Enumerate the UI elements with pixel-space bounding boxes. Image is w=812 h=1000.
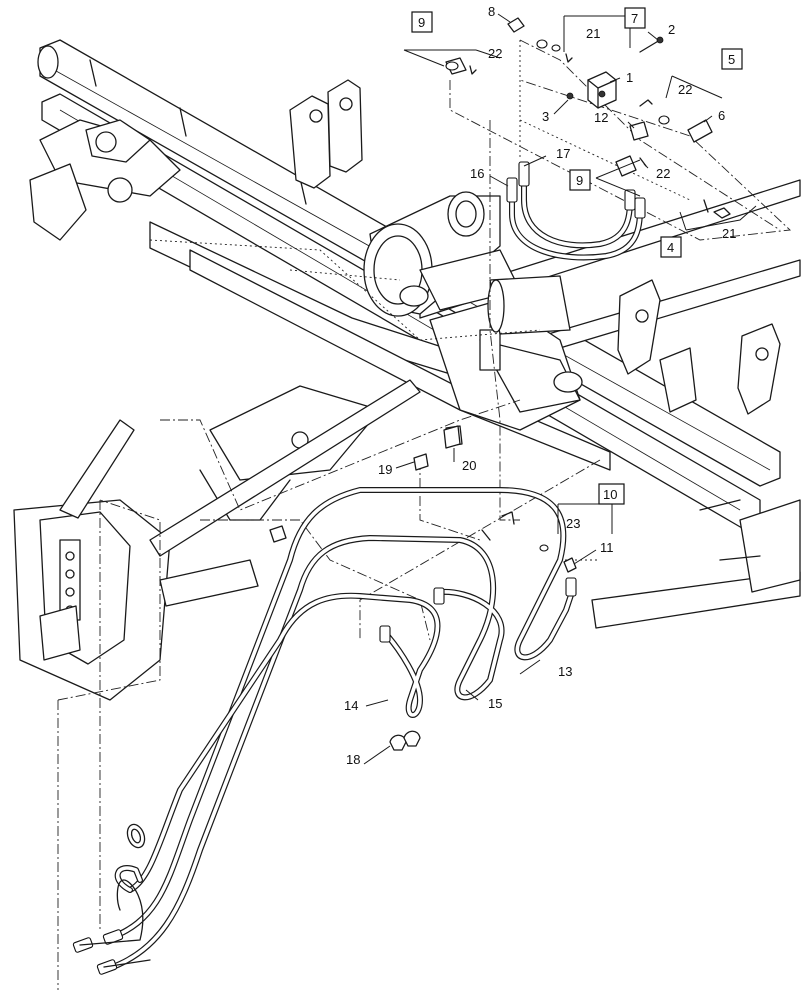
callout-1: 1 [626, 70, 633, 85]
callout-labels: 1 2 3 4 5 6 7 8 9 9 10 11 12 13 14 15 16… [344, 4, 743, 767]
callout-9a-box [411, 11, 433, 33]
callout-4-box [660, 236, 682, 258]
callout-23: 23 [566, 516, 580, 531]
hose-15 [107, 535, 505, 971]
callout-22b: 22 [678, 82, 692, 97]
callout-20: 20 [462, 458, 476, 473]
hose-end-fittings [72, 823, 151, 975]
callout-22c: 22 [656, 166, 670, 181]
callout-15: 15 [488, 696, 502, 711]
machine-frame [13, 39, 801, 701]
callout-13: 13 [558, 664, 572, 679]
callout-9b-box [569, 169, 591, 191]
callout-4: 4 [667, 240, 674, 255]
callout-3: 3 [542, 109, 549, 124]
callout-12: 12 [594, 110, 608, 125]
callout-14: 14 [344, 698, 358, 713]
small-parts [269, 17, 731, 751]
callout-22a: 22 [488, 46, 502, 61]
hose-14 [114, 592, 441, 893]
callout-19: 19 [378, 462, 392, 477]
callout-8: 8 [488, 4, 495, 19]
callout-brackets [403, 15, 757, 534]
callout-2: 2 [668, 22, 675, 37]
callout-10-box [598, 483, 625, 505]
callout-9b: 9 [576, 173, 583, 188]
callout-7-box [624, 7, 646, 29]
callout-16: 16 [470, 166, 484, 181]
callout-18: 18 [346, 752, 360, 767]
callout-9a: 9 [418, 15, 425, 30]
hose-17 [506, 161, 646, 261]
callout-7: 7 [631, 11, 638, 26]
callout-17: 17 [556, 146, 570, 161]
callout-10: 10 [603, 487, 617, 502]
callout-6: 6 [718, 108, 725, 123]
leader-lines [363, 13, 713, 765]
callout-21a: 21 [586, 26, 600, 41]
hose-13 [107, 487, 577, 941]
callout-21b: 21 [722, 226, 736, 241]
callout-5: 5 [728, 52, 735, 67]
callout-5-box [721, 48, 743, 70]
reference-lines [57, 39, 792, 990]
callout-11: 11 [600, 540, 614, 555]
